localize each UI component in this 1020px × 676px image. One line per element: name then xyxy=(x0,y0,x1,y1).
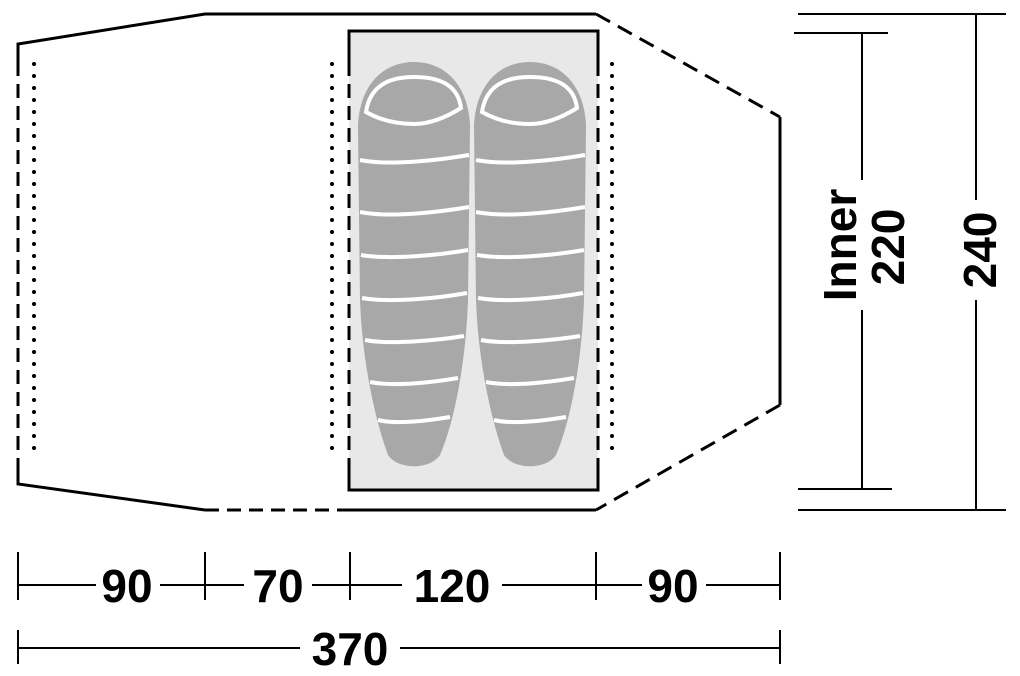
inner-tent-top xyxy=(347,29,600,62)
outer-outline xyxy=(16,12,782,512)
outer-solid-top xyxy=(16,12,596,62)
width-label-living: 70 xyxy=(252,560,303,612)
hood-outline xyxy=(363,74,464,127)
inner-depth-caption: Inner xyxy=(814,189,866,302)
hood-outline xyxy=(479,74,580,127)
outer-top-right-dashed xyxy=(595,12,781,119)
bag-stripes xyxy=(475,153,586,425)
bag-stripes xyxy=(359,153,470,425)
inner-tent-bottom xyxy=(347,460,600,492)
outer-bottom-left xyxy=(16,462,206,512)
sleeping-bag-right xyxy=(474,62,586,467)
width-label-vestibule-left: 90 xyxy=(101,560,152,612)
inner-depth-label: 220 xyxy=(862,209,914,286)
outer-depth-label: 240 xyxy=(954,212,1006,289)
sleeping-bag-left xyxy=(358,62,470,467)
width-label-vestibule-right: 90 xyxy=(647,560,698,612)
width-label-inner: 120 xyxy=(414,560,491,612)
outer-bottom-right-dashed xyxy=(595,403,781,512)
total-width-label: 370 xyxy=(312,623,389,675)
